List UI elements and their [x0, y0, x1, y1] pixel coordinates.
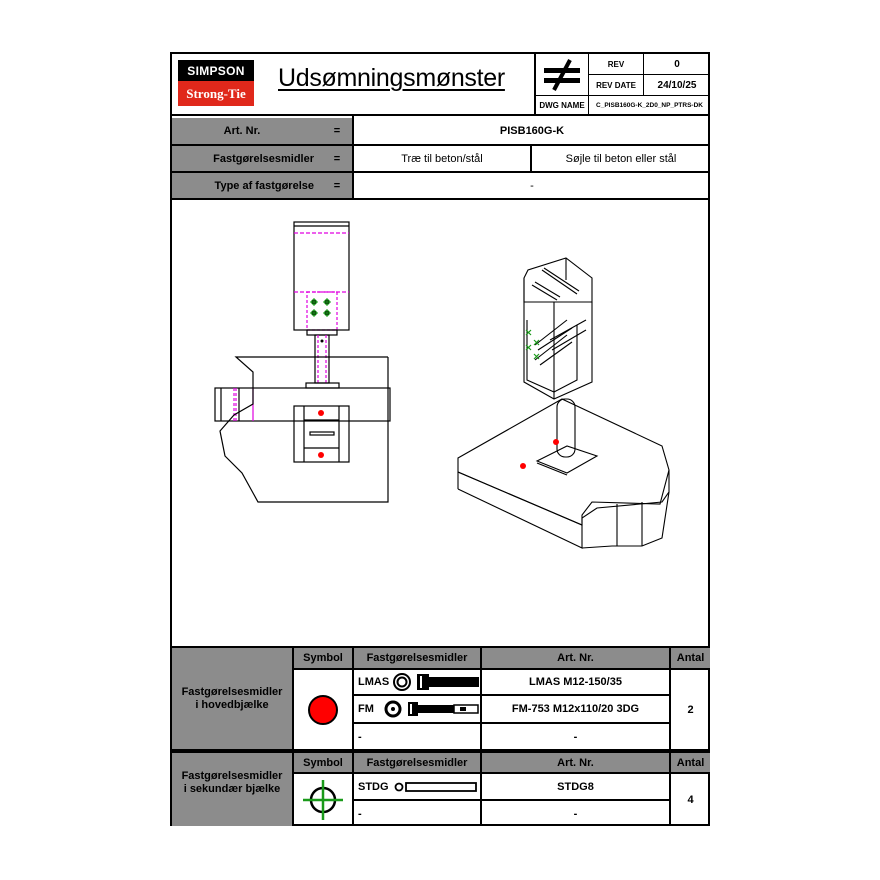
- main-group-label-line2: i hovedbjælke: [195, 698, 269, 711]
- logo-strong-tie: Strong-Tie: [178, 81, 254, 106]
- secondary-fastener-name-1: STDG: [358, 780, 389, 793]
- art-nr-label: Art. Nr.: [223, 124, 261, 137]
- logo: SIMPSON Strong-Tie: [178, 60, 254, 106]
- secondary-header-symbol: Symbol: [303, 756, 343, 769]
- plan-view: [219, 356, 389, 503]
- secondary-group-label-line1: Fastgørelsesmidler: [181, 770, 283, 782]
- main-art-nr-3: -: [573, 730, 578, 743]
- main-fastener-row-2: FM: [354, 696, 480, 722]
- dwg-name-label: DWG NAME: [539, 100, 585, 110]
- fm-anchor-icon: [384, 700, 479, 718]
- type-label: Type af fastgørelse: [214, 179, 314, 192]
- main-fastener-name-2: FM: [358, 703, 374, 715]
- secondary-header-art-nr: Art. Nr.: [557, 756, 594, 769]
- secondary-antal: 4: [687, 794, 694, 806]
- main-fastener-row-3: -: [358, 730, 362, 743]
- type-eq: =: [333, 179, 341, 192]
- rev-label: REV: [607, 59, 625, 69]
- green-nail-markers: [310, 298, 331, 317]
- rev-value: 0: [674, 58, 680, 70]
- secondary-fastener-row-1: STDG: [354, 774, 480, 799]
- secondary-fastener-row-2: -: [358, 807, 362, 820]
- main-group-label: Fastgørelsesmidler i hovedbjælke: [172, 648, 292, 749]
- rev-date-value: 24/10/25: [657, 79, 697, 91]
- secondary-header-antal: Antal: [676, 756, 705, 769]
- dwg-name-value: C_PISB160G-K_2D0_NP_PTRS-DK: [596, 101, 703, 109]
- main-fastener-row-1: LMAS: [354, 670, 480, 694]
- main-art-nr-2: FM-753 M12x110/20 3DG: [511, 703, 640, 715]
- main-header-antal: Antal: [676, 652, 705, 664]
- main-header-symbol: Symbol: [303, 652, 343, 664]
- art-nr-eq: =: [333, 124, 341, 137]
- rev-date-label: REV DATE: [596, 80, 636, 90]
- secondary-art-nr-1: STDG8: [557, 780, 594, 793]
- side-elevation-view: [214, 221, 391, 422]
- logo-simpson: SIMPSON: [178, 60, 254, 81]
- crosshair-circle-icon: [294, 774, 352, 826]
- fastgorelsesmidler-value-2: Søjle til beton eller stål: [565, 152, 677, 165]
- secondary-group-label-line2: i sekundær bjælke: [183, 783, 281, 795]
- fastgorelsesmidler-label: Fastgørelsesmidler: [213, 152, 314, 165]
- stdg-dowel-icon: [394, 781, 477, 792]
- secondary-art-nr-2: -: [573, 807, 578, 820]
- secondary-group-label: Fastgørelsesmidler i sekundær bjælke: [172, 753, 292, 813]
- main-fastener-name-1: LMAS: [358, 676, 390, 688]
- red-filled-circle-icon: [294, 670, 352, 749]
- lmas-anchor-icon: [393, 673, 480, 691]
- isometric-view: [457, 257, 670, 549]
- main-art-nr-1: LMAS M12-150/35: [529, 676, 622, 688]
- main-antal: 2: [687, 703, 694, 716]
- not-equal-icon: [536, 54, 588, 95]
- secondary-header-fasteners: Fastgørelsesmidler: [366, 756, 468, 769]
- drawing-sheet: SIMPSON Strong-Tie Udsømningsmønster REV…: [170, 52, 710, 826]
- main-header-art-nr: Art. Nr.: [557, 652, 594, 664]
- art-nr-value: PISB160G-K: [499, 124, 565, 137]
- main-group-label-line1: Fastgørelsesmidler: [181, 685, 283, 698]
- type-value: -: [530, 179, 534, 192]
- technical-drawing: [214, 221, 670, 549]
- page-title: Udsømningsmønster: [278, 64, 505, 92]
- main-header-fasteners: Fastgørelsesmidler: [366, 652, 468, 664]
- fastgorelsesmidler-value-1: Træ til beton/stål: [401, 152, 483, 165]
- fastgorelsesmidler-eq: =: [333, 152, 341, 165]
